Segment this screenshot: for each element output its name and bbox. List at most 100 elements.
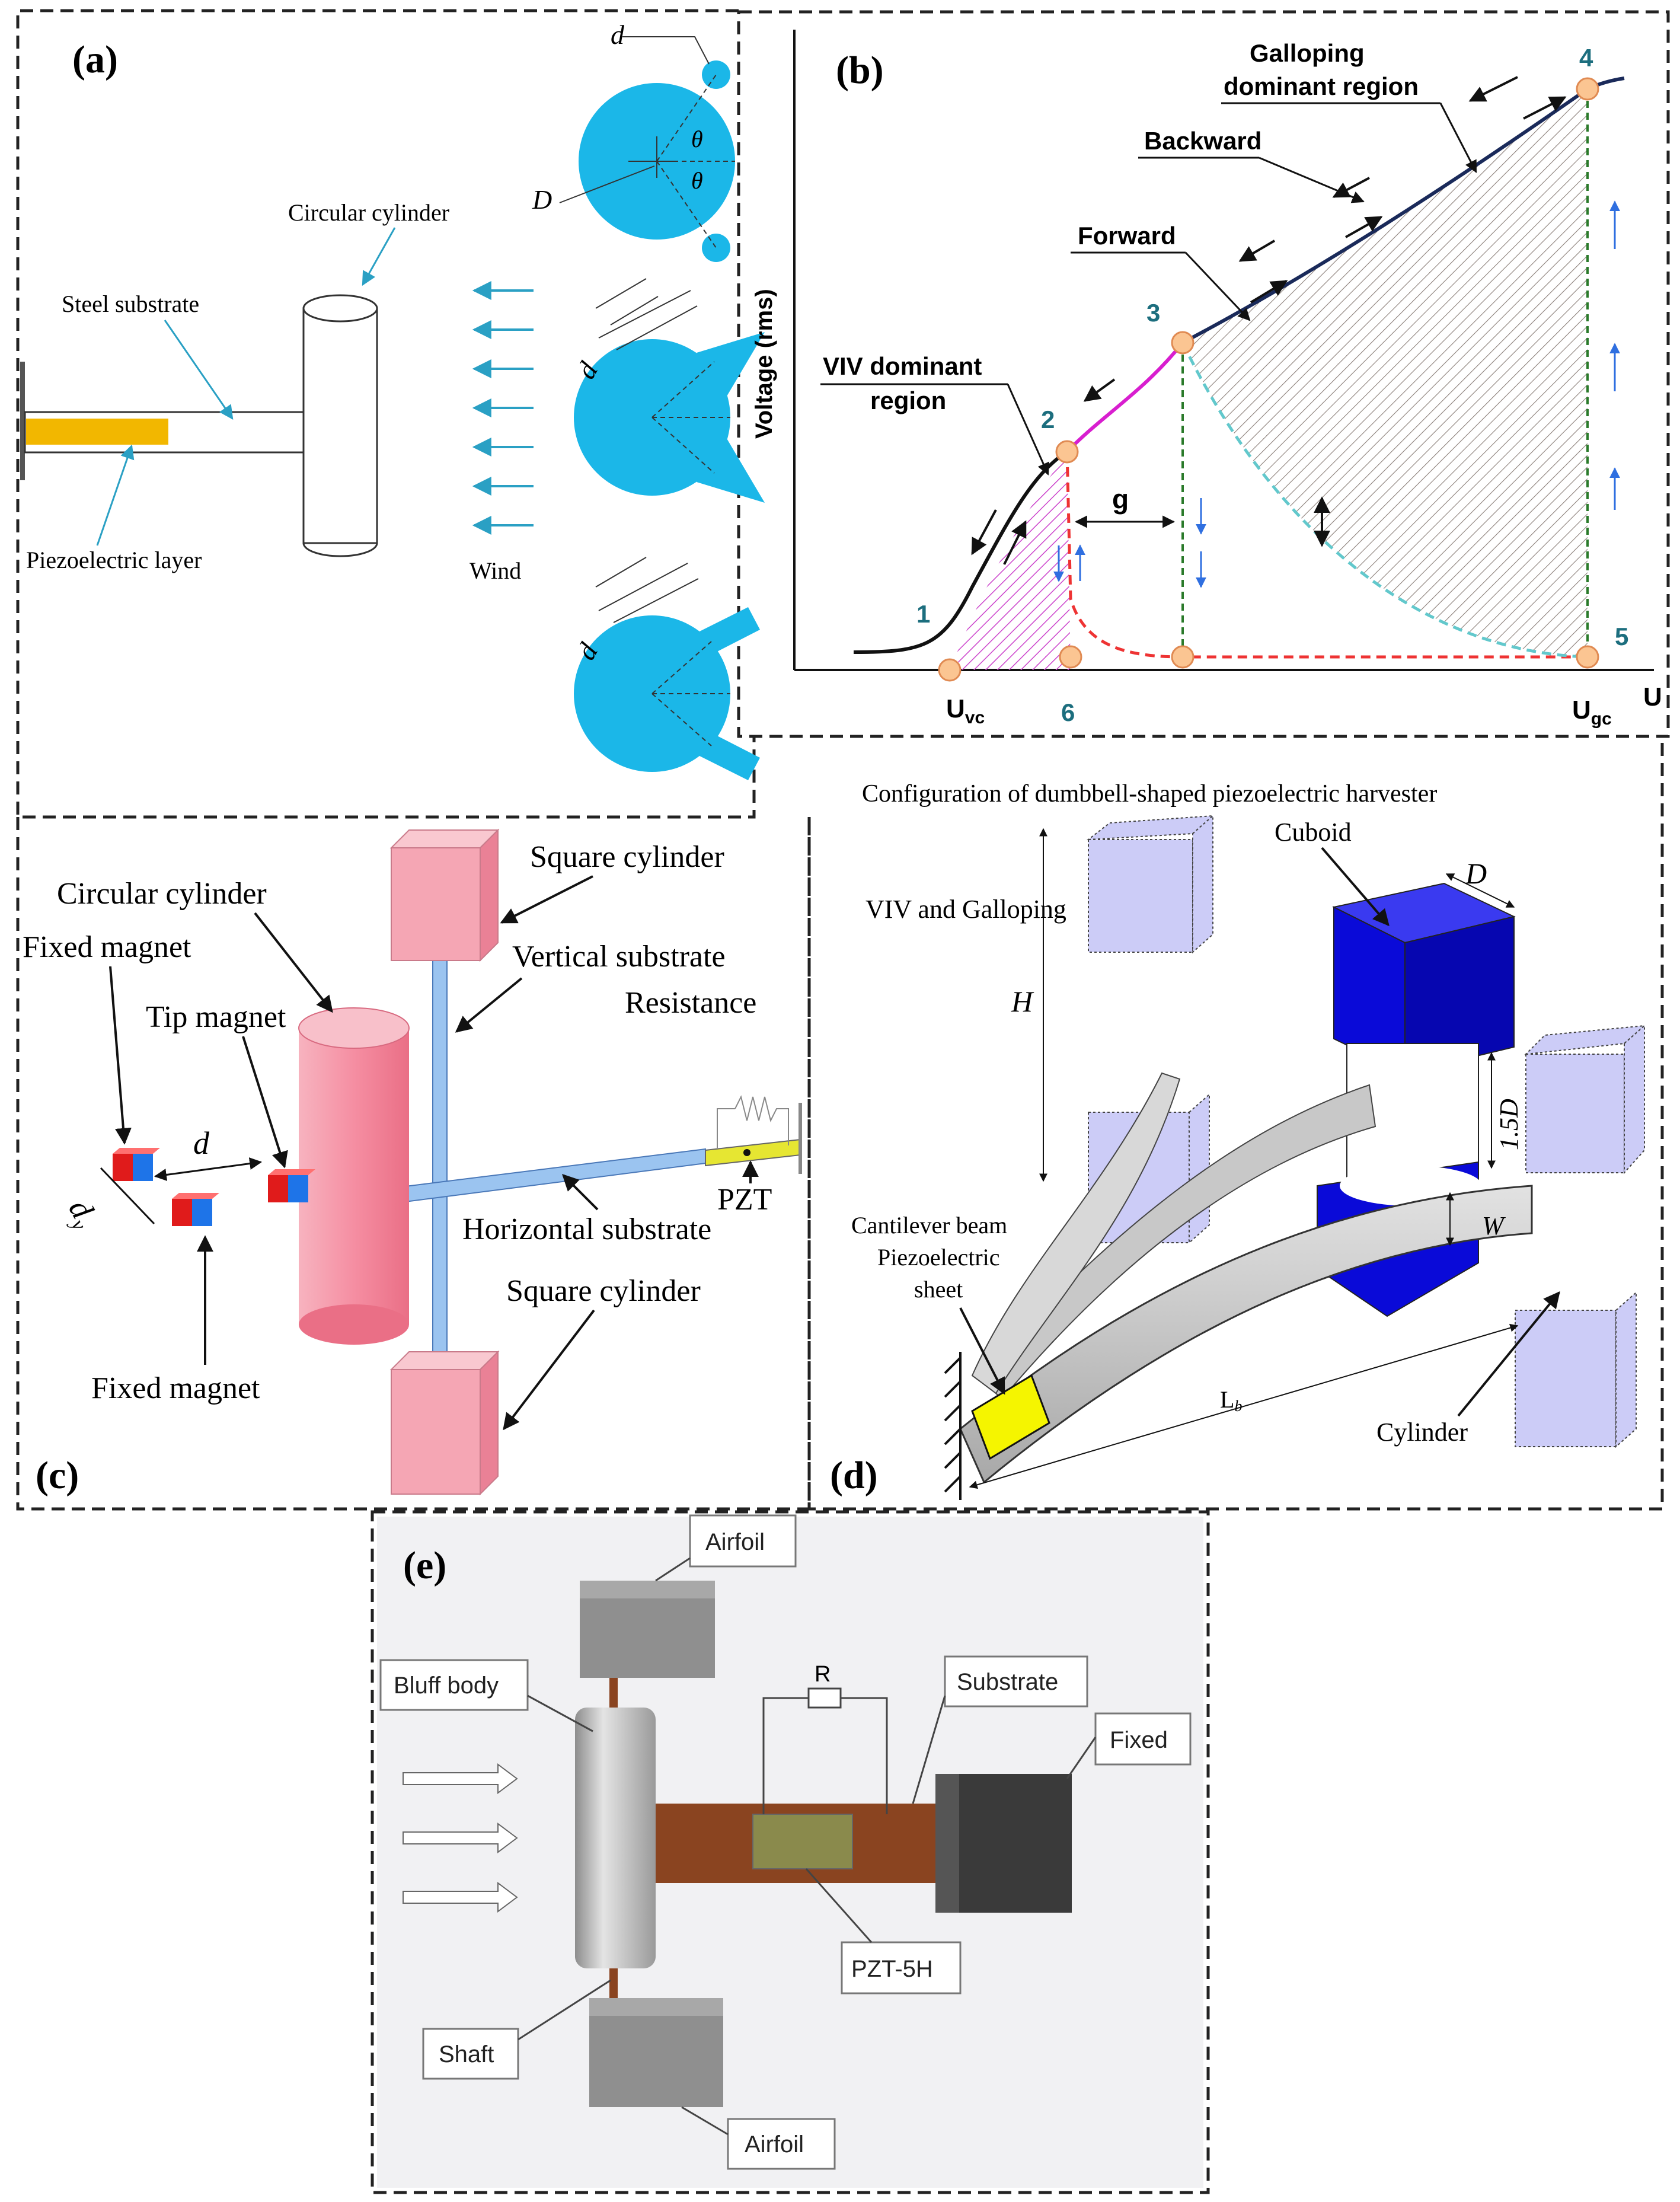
panel-d-cylinder-label: Cylinder bbox=[1376, 1418, 1468, 1447]
panel-b: (b) Voltage (rms) U g bbox=[751, 30, 1662, 729]
panel-b-galloping-2: dominant region bbox=[1224, 72, 1419, 100]
panel-a-theta-2: θ bbox=[691, 167, 703, 194]
panel-d-beam-ghost-2 bbox=[971, 1072, 1181, 1394]
panel-d-border bbox=[807, 736, 1664, 1511]
panel-a-tag: (a) bbox=[72, 38, 118, 81]
panel-c-square-bottom-label: Square cylinder bbox=[506, 1274, 701, 1308]
panel-b-points bbox=[938, 77, 1599, 682]
panel-a-wall bbox=[20, 362, 25, 480]
panel-d-sym-H: H bbox=[1011, 985, 1034, 1018]
panel-c-pzt-label: PZT bbox=[717, 1183, 772, 1217]
panel-e-airfoil-bottom bbox=[589, 1998, 723, 2107]
panel-b-galloping-region bbox=[1183, 89, 1588, 657]
panel-d-sym-D: D bbox=[1465, 857, 1487, 890]
panel-b-point-labels: 1 2 3 4 5 6 bbox=[916, 44, 1628, 726]
panel-c-fixed-magnet-1 bbox=[113, 1148, 160, 1181]
panel-a-shape-rods bbox=[559, 36, 735, 262]
panel-b-curve-magenta bbox=[1065, 342, 1184, 454]
panel-d-sym-15D: 1.5D bbox=[1494, 1099, 1524, 1150]
panel-a-sym-D: D bbox=[532, 184, 552, 215]
panel-a-sym-d-top: d bbox=[611, 20, 625, 50]
panel-e-airfoil-top bbox=[580, 1581, 715, 1678]
panel-c-square-bottom bbox=[389, 1350, 500, 1496]
panel-b-point-6: 6 bbox=[1061, 698, 1075, 726]
panel-b-point-5: 5 bbox=[1615, 623, 1628, 650]
panel-e-substrate-label: Substrate bbox=[957, 1669, 1058, 1695]
panel-e-airfoil-top-label: Airfoil bbox=[705, 1529, 765, 1555]
panel-b-tag: (b) bbox=[836, 49, 884, 92]
panel-e-labels bbox=[379, 1514, 1192, 2170]
panel-b-dash-red bbox=[1065, 451, 1588, 659]
panel-a-piezo-label: Piezoelectric layer bbox=[26, 547, 202, 573]
panel-a-circular-label: Circular cylinder bbox=[288, 199, 449, 226]
panel-d-cuboid-label: Cuboid bbox=[1275, 818, 1352, 847]
panel-e-pzt bbox=[752, 1814, 853, 1869]
panel-a-cylinder-body bbox=[302, 307, 378, 544]
panel-b-direction-arrows bbox=[971, 76, 1567, 565]
panel-b-forward: Forward bbox=[1078, 222, 1176, 250]
panel-d-piezo-label-2: sheet bbox=[914, 1276, 963, 1303]
panel-c-fixed-magnet-top-label: Fixed magnet bbox=[23, 930, 191, 964]
panel-d-sym-W: W bbox=[1482, 1211, 1506, 1240]
panel-a: (a) Circular cylinder Steel substrate Pi… bbox=[20, 20, 765, 780]
panel-c-pzt bbox=[705, 1138, 801, 1167]
panel-e-pzt-label: PZT-5H bbox=[851, 1956, 933, 1982]
panel-d-sym-Lb: Lb bbox=[1220, 1386, 1242, 1415]
panel-b-gap-label: g bbox=[1112, 484, 1129, 515]
panel-a-cylinder-top bbox=[302, 294, 378, 323]
panel-e-wind-arrows bbox=[403, 1763, 518, 1913]
panel-c-circular-label: Circular cylinder bbox=[57, 877, 267, 911]
panel-b-curve-navy bbox=[1181, 76, 1625, 344]
panel-e-r-label: R bbox=[815, 1662, 831, 1687]
panel-c-border bbox=[16, 817, 811, 1511]
panel-e-bluff-label: Bluff body bbox=[394, 1673, 499, 1699]
panel-b-viv-region bbox=[950, 452, 1071, 670]
panel-c-vertical-label: Vertical substrate bbox=[512, 940, 726, 974]
panel-c-horizontal-label: Horizontal substrate bbox=[462, 1212, 711, 1246]
panel-c-resistance-label: Resistance bbox=[625, 986, 756, 1020]
panel-d-piezo-label-1: Piezoelectric bbox=[877, 1244, 1000, 1271]
panel-d-wall bbox=[944, 1352, 962, 1500]
panel-d-tag: (d) bbox=[830, 1454, 878, 1497]
panel-d-beam-ghost bbox=[977, 1084, 1376, 1400]
panel-b-dash-cyan bbox=[1181, 342, 1588, 659]
panel-b-point-2: 2 bbox=[1041, 406, 1055, 433]
panel-b-point-1: 1 bbox=[916, 600, 930, 628]
panel-c-tip-magnet bbox=[268, 1169, 315, 1202]
panel-a-wind-label: Wind bbox=[469, 557, 521, 584]
panel-c-square-top-label: Square cylinder bbox=[530, 840, 724, 874]
panel-b-curve-black bbox=[853, 450, 1068, 654]
panel-e-shaft-label: Shaft bbox=[439, 2041, 494, 2067]
panel-a-piezo-layer bbox=[26, 419, 168, 445]
panel-e-bluff-body bbox=[575, 1708, 656, 1968]
panel-a-shape-plates bbox=[574, 557, 760, 780]
panel-c-tag: (c) bbox=[36, 1454, 79, 1497]
panel-c-circular-cylinder bbox=[298, 1007, 410, 1345]
panel-e-fixed-label: Fixed bbox=[1110, 1727, 1168, 1753]
panel-e-tag: (e) bbox=[403, 1544, 446, 1587]
panel-b-ugc: Ugc bbox=[1572, 695, 1612, 729]
panel-c-square-top bbox=[389, 828, 500, 962]
panel-b-point-3: 3 bbox=[1146, 299, 1160, 327]
panel-b-xlabel: U bbox=[1643, 682, 1662, 711]
panel-d-cantilever-label: Cantilever beam bbox=[851, 1212, 1007, 1239]
panel-a-wind-arrows bbox=[472, 281, 534, 535]
panel-b-point-4: 4 bbox=[1579, 44, 1593, 72]
panel-b-ylabel: Voltage (rms) bbox=[751, 289, 777, 439]
panel-c-sym-dy: dy bbox=[59, 1193, 106, 1234]
panel-e-border bbox=[371, 1510, 1210, 2194]
panel-d-ghost-right bbox=[1515, 1024, 1646, 1448]
panel-c-vertical-substrate bbox=[432, 960, 448, 1370]
panel-c-sym-d: d bbox=[193, 1125, 210, 1161]
panel-c-fixed-magnet-2 bbox=[172, 1193, 219, 1226]
panel-b-viv-1: VIV dominant bbox=[823, 352, 982, 380]
panel-b-galloping-1: Galloping bbox=[1250, 39, 1365, 67]
panel-d-title: Configuration of dumbbell-shaped piezoel… bbox=[862, 780, 1437, 808]
panel-b-blue-arrows bbox=[1053, 200, 1620, 588]
panel-c-fixed-magnet-bottom-label: Fixed magnet bbox=[91, 1371, 260, 1405]
panel-c-resistance bbox=[717, 1095, 789, 1149]
panel-e: (e) R bbox=[377, 1514, 1203, 2188]
panel-e-airfoil-bottom-label: Airfoil bbox=[745, 2131, 804, 2158]
panel-c-tip-label: Tip magnet bbox=[146, 1000, 286, 1034]
